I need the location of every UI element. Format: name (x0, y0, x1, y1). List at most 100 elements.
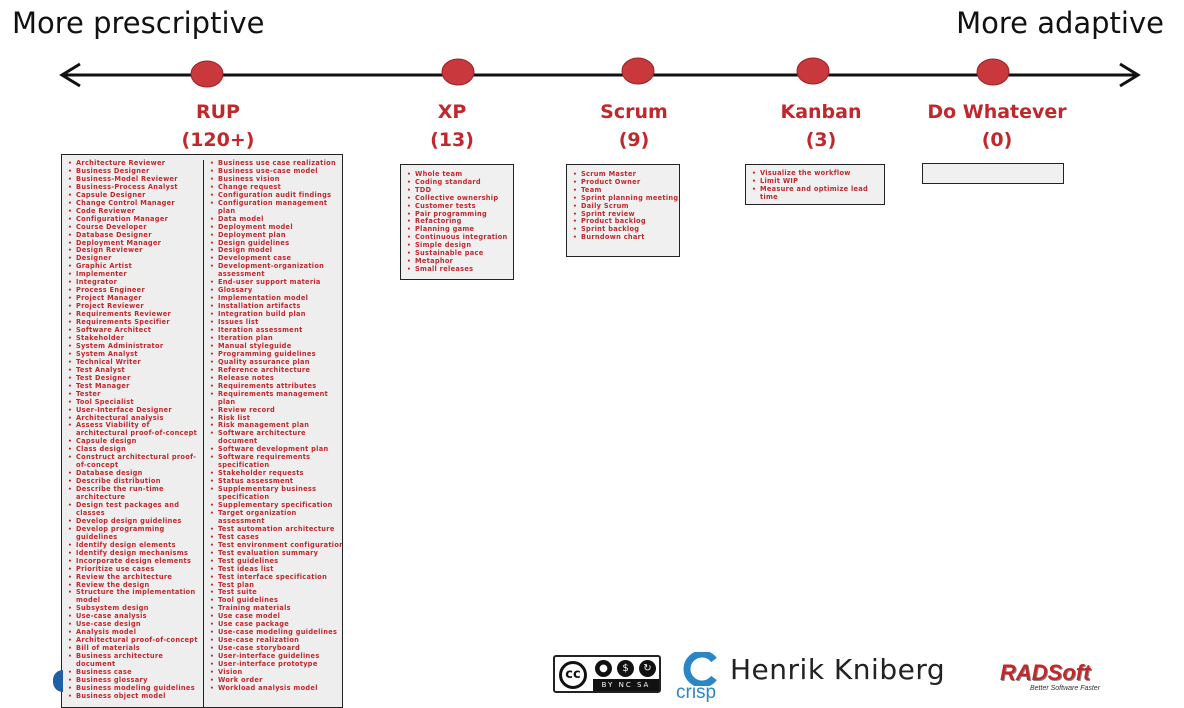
list-item: Implementer (62, 270, 199, 279)
list-item: Implementation model (204, 294, 342, 303)
list-item: Software development plan (204, 445, 342, 454)
list-item: Capsule design (62, 437, 199, 446)
list-item: Designer (62, 254, 199, 263)
list-item: Stakeholder (62, 334, 199, 343)
list-item: Glossary (204, 286, 342, 295)
list-item: Continuous integration (401, 233, 513, 242)
crisp-wordmark: crisp (676, 682, 717, 703)
list-item: Describe the run-time architecture (62, 485, 199, 502)
rup-column-roles: Architecture ReviewerBusiness DesignerBu… (62, 159, 203, 701)
list-item: Status assessment (204, 477, 342, 486)
list-item: Use-case modeling guidelines (204, 628, 342, 637)
prescriptive-label: More prescriptive (12, 6, 265, 40)
list-item: Test guidelines (204, 557, 342, 566)
list-item: Integration build plan (204, 310, 342, 319)
list-item: Use-case design (62, 620, 199, 629)
list-item: Software requirements specification (204, 453, 342, 470)
list-item: Business modeling guidelines (62, 684, 199, 693)
list-item: Deployment model (204, 223, 342, 232)
list-item: Change Control Manager (62, 199, 199, 208)
list-item: Stakeholder requests (204, 469, 342, 478)
list-item: Business-Model Reviewer (62, 175, 199, 184)
list-item: Risk management plan (204, 422, 342, 431)
list-item: Customer tests (401, 202, 513, 211)
list-item: Requirements attributes (204, 382, 342, 391)
list-item: Test ideas list (204, 565, 342, 574)
list-item: Architecture Reviewer (62, 159, 199, 168)
rup-name: RUP (196, 101, 240, 123)
list-item: Test evaluation summary (204, 549, 342, 558)
list-item: Test Analyst (62, 366, 199, 375)
list-item: Tester (62, 390, 199, 399)
xp-marker (441, 58, 475, 86)
xp-name: XP (437, 101, 467, 123)
list-item: Requirements management plan (204, 390, 342, 407)
list-item: Whole team (401, 170, 513, 179)
list-item: Simple design (401, 241, 513, 250)
rup-marker (190, 60, 224, 88)
list-item: Design test packages and classes (62, 501, 199, 518)
list-item: Configuration management plan (204, 199, 342, 216)
list-item: Deployment plan (204, 231, 342, 240)
list-item: Technical Writer (62, 358, 199, 367)
list-item: Use case model (204, 612, 342, 621)
list-item: Sprint review (567, 210, 679, 219)
list-item: Business object model (62, 692, 199, 701)
author-name: Henrik Kniberg (730, 653, 946, 686)
list-item: Manual styleguide (204, 342, 342, 351)
list-item: Visualize the workflow (746, 169, 884, 178)
list-item: Describe distribution (62, 477, 199, 486)
kanban-name: Kanban (780, 101, 862, 123)
xp-count: (13) (430, 129, 474, 151)
list-item: Training materials (204, 604, 342, 613)
list-item: Supplementary specification (204, 501, 342, 510)
list-item: Product Owner (567, 178, 679, 187)
cc-icon: cc (559, 661, 587, 689)
list-item: Development-organization assessment (204, 262, 342, 279)
list-item: Business vision (204, 175, 342, 184)
list-item: System Analyst (62, 350, 199, 359)
list-item: Installation artifacts (204, 302, 342, 311)
xp-items-list: Whole teamCoding standardTDDCollective o… (401, 170, 513, 274)
list-item: Workload analysis model (204, 684, 342, 693)
list-item: Measure and optimize lead time (746, 185, 884, 202)
list-item: Burndown chart (567, 233, 679, 242)
scrum-items-list: Scrum MasterProduct OwnerTeamSprint plan… (567, 170, 679, 242)
list-item: Release notes (204, 374, 342, 383)
list-item: Iteration plan (204, 334, 342, 343)
sharealike-icon: ↻ (639, 660, 656, 677)
list-item: Iteration assessment (204, 326, 342, 335)
list-item: Business use case realization (204, 159, 342, 168)
list-item: Work order (204, 676, 342, 685)
list-item: Subsystem design (62, 604, 199, 613)
list-item: Coding standard (401, 178, 513, 187)
list-item: Business Designer (62, 167, 199, 176)
list-item: Construct architectural proof-of-concept (62, 453, 199, 470)
list-item: Test automation architecture (204, 525, 342, 534)
list-item: Tool Specialist (62, 398, 199, 407)
noncommercial-icon: $ (617, 660, 634, 677)
rup-column-artifacts: Business use case realizationBusiness us… (203, 159, 342, 707)
list-item: Limit WIP (746, 177, 884, 186)
scrum-name: Scrum (600, 101, 668, 123)
list-item: Test environment configuration (204, 541, 342, 550)
list-item: Supplementary business specification (204, 485, 342, 502)
crisp-logo: crisp (676, 652, 724, 703)
left-arrowhead (59, 62, 81, 88)
list-item: Product backlog (567, 218, 679, 227)
license-text: BY NC SA (593, 679, 659, 691)
list-item: Architectural proof-of-concept (62, 636, 199, 645)
creative-commons-badge: cc ● $ ↻ BY NC SA (553, 655, 661, 693)
list-item: Business-Process Analyst (62, 183, 199, 192)
list-item: Scrum Master (567, 170, 679, 179)
list-item: Project Manager (62, 294, 199, 303)
list-item: Develop design guidelines (62, 517, 199, 526)
list-item: Integrator (62, 278, 199, 287)
rup-count: (120+) (181, 129, 255, 151)
list-item: Assess Viability of architectural proof-… (62, 422, 199, 438)
list-item: Tool guidelines (204, 596, 342, 605)
scrum-count: (9) (618, 129, 650, 151)
list-item: Sprint backlog (567, 225, 679, 234)
list-item: Team (567, 186, 679, 195)
adaptive-label: More adaptive (956, 6, 1164, 40)
